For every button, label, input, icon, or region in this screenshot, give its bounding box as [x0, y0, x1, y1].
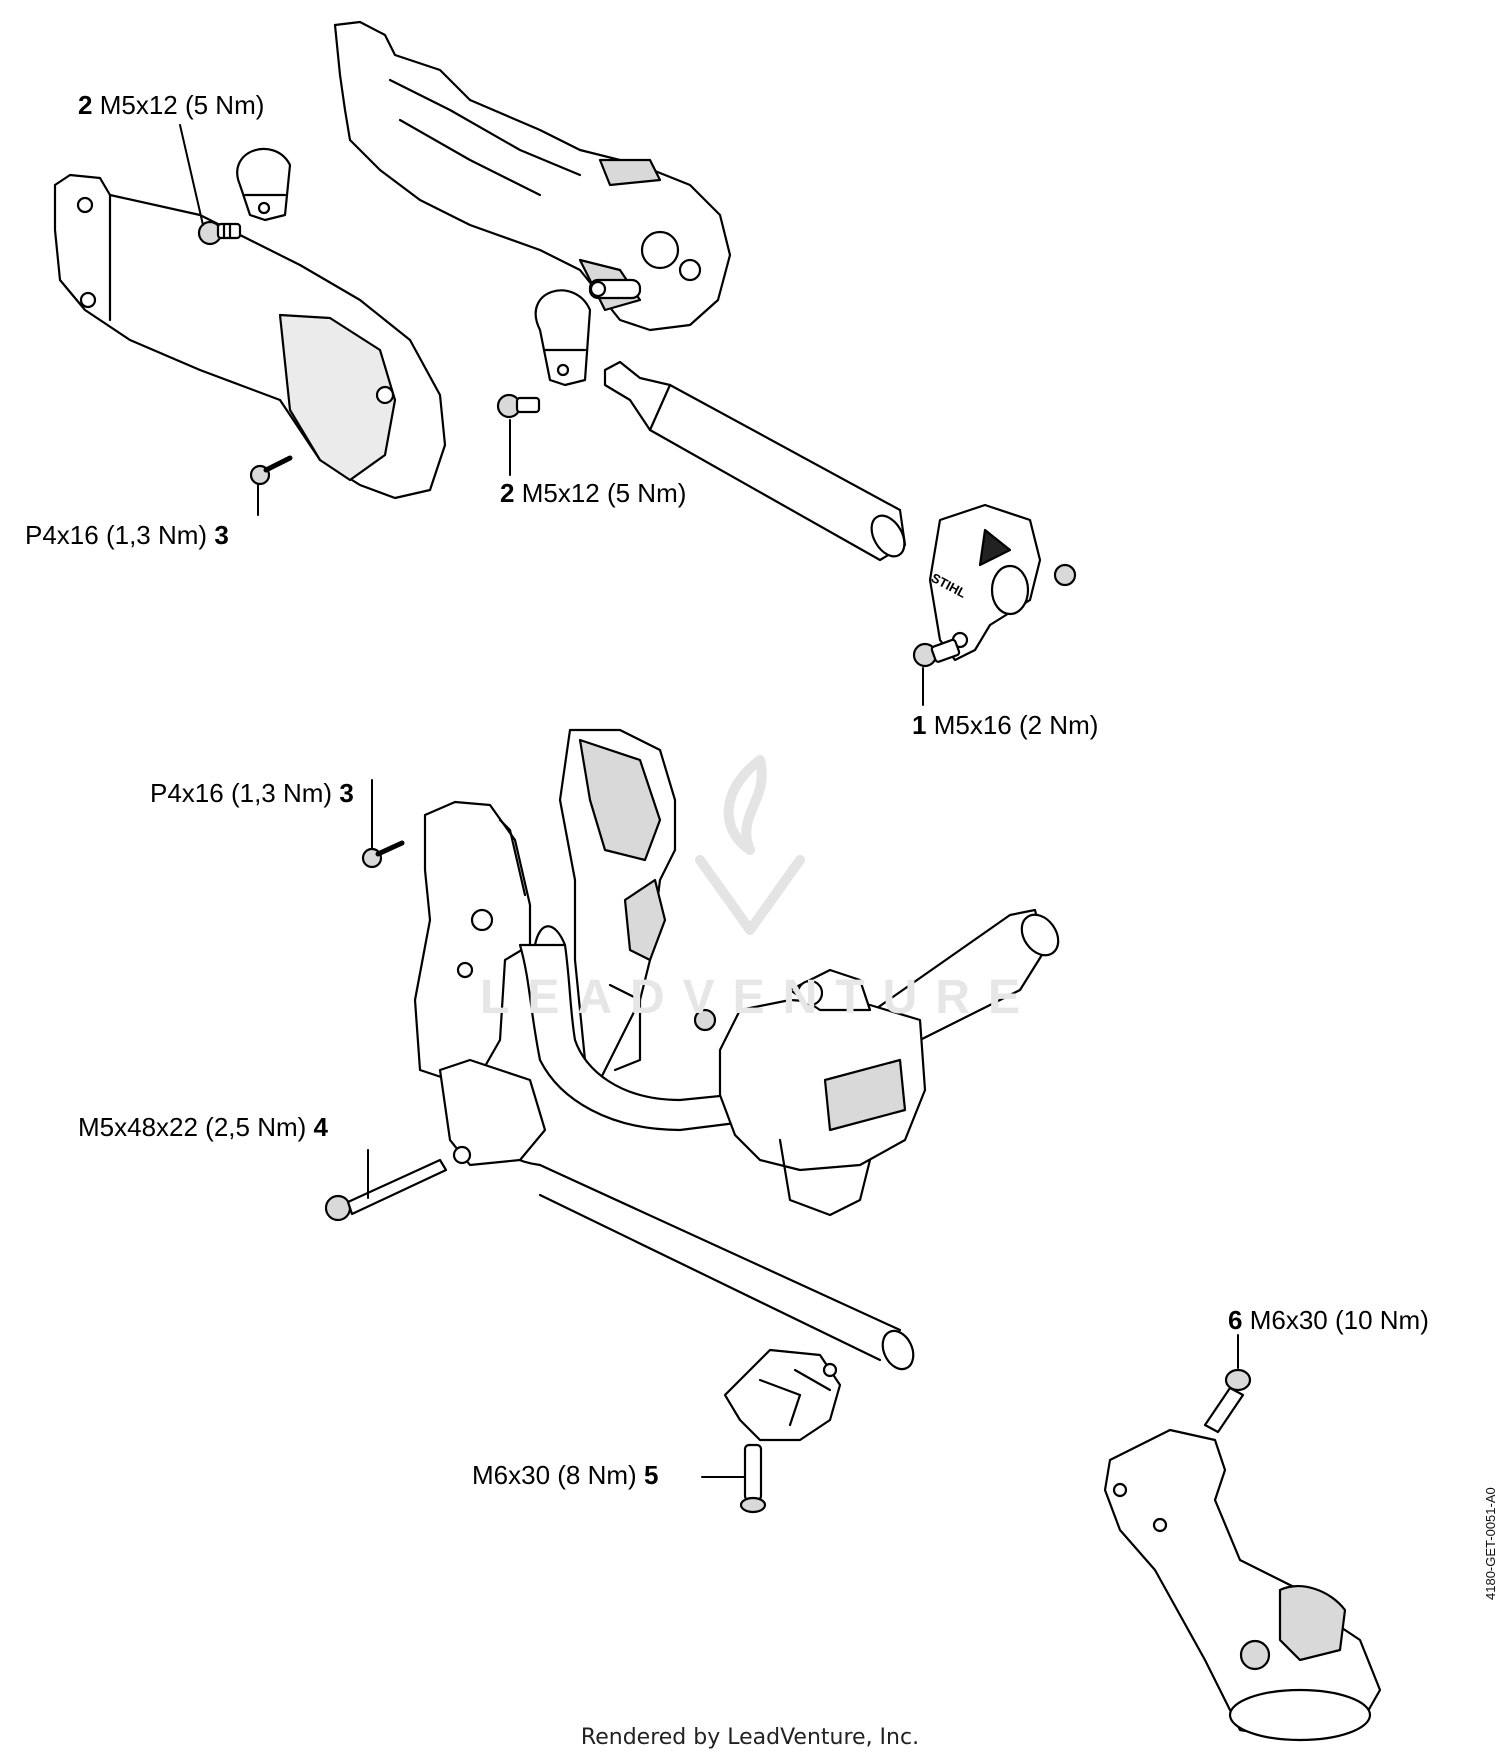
- callout-spec: M5x16 (2 Nm): [933, 710, 1099, 740]
- handlebar-bracket: [720, 970, 925, 1215]
- document-id: 4180-GET-0051-A0: [1483, 1487, 1498, 1600]
- callout-number: 2: [500, 478, 515, 508]
- leader-lines: [180, 125, 1238, 1477]
- callout-spec: P4x16 (1,3 Nm): [25, 520, 208, 550]
- clamp-upper: [237, 149, 290, 220]
- callout-spec: M6x30 (10 Nm): [1249, 1305, 1429, 1335]
- callout-6: 6 M6x30 (10 Nm): [1228, 1305, 1429, 1335]
- callout-3-bottom: P4x16 (1,3 Nm) 3: [150, 778, 354, 808]
- handle-tube-top: [605, 362, 911, 562]
- throttle-housing: [560, 730, 675, 1080]
- callout-number: 2: [78, 90, 93, 120]
- callout-spec: M5x48x22 (2,5 Nm): [78, 1112, 307, 1142]
- grip-base-collar: [440, 1060, 545, 1165]
- callout-number: 4: [313, 1112, 329, 1142]
- watermark-logo: [700, 760, 800, 930]
- screw-m5x12-mid: [498, 395, 539, 417]
- callout-2-middle: 2 M5x12 (5 Nm): [500, 478, 686, 508]
- gear-head: [1105, 1430, 1380, 1740]
- callout-spec: M5x12 (5 Nm): [99, 90, 265, 120]
- callout-number: 3: [214, 520, 229, 550]
- callout-number: 1: [912, 710, 927, 740]
- screw-m5x16: [914, 639, 960, 666]
- screw-m6x30-head: [1205, 1370, 1250, 1432]
- screw-m6x30-lower: [741, 1445, 765, 1512]
- callout-spec: M6x30 (8 Nm): [472, 1460, 637, 1490]
- callout-number: 6: [1228, 1305, 1243, 1335]
- screw-m5x12-top: [199, 222, 240, 244]
- callout-number: 3: [339, 778, 354, 808]
- callout-3-top: P4x16 (1,3 Nm) 3: [25, 520, 229, 550]
- handle-grip-shell: [415, 802, 530, 1080]
- callout-spec: P4x16 (1,3 Nm): [150, 778, 333, 808]
- callout-number: 5: [643, 1460, 659, 1490]
- handle-housing-top: [335, 22, 730, 330]
- callout-1: 1 M5x16 (2 Nm): [912, 710, 1098, 740]
- callout-5: M6x30 (8 Nm) 5: [472, 1460, 658, 1490]
- handle-clamp-stihl: [930, 505, 1075, 660]
- callout-4: M5x48x22 (2,5 Nm) 4: [78, 1112, 328, 1142]
- clamp-middle: [536, 290, 590, 385]
- handle-shell-left: [55, 175, 445, 498]
- nut-mid: [695, 1010, 715, 1030]
- screw-p4x16-top: [251, 458, 290, 484]
- callout-spec: M5x12 (5 Nm): [521, 478, 687, 508]
- watermark-text: LEADVENTURE: [480, 971, 1039, 1024]
- footer-credit: Rendered by LeadVenture, Inc.: [580, 1725, 920, 1750]
- bolt-m5x48x22: [326, 1160, 446, 1220]
- half-clamp-lower: [725, 1350, 840, 1440]
- callout-2-top: 2 M5x12 (5 Nm): [78, 90, 264, 120]
- screw-p4x16-bottom: [363, 843, 402, 867]
